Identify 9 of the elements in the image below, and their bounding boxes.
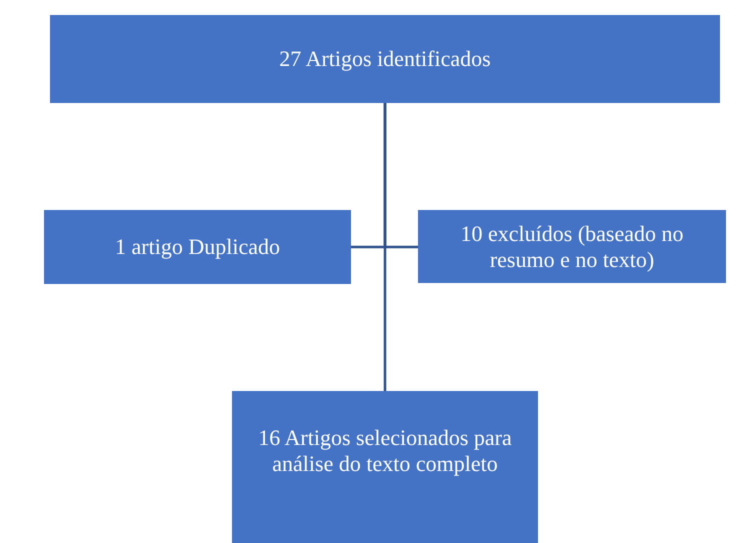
connector-line [384,103,386,391]
box-text: 16 Artigos selecionados para análise do texto completo [257,425,513,477]
process-box [50,15,720,103]
box-text: 10 excluídos (baseado no resumo e no texto) [460,220,684,272]
box-text: 1 artigo Duplicado [115,234,280,260]
box-text: 27 Artigos identificados [279,46,491,72]
process-box [418,210,726,283]
process-box [232,391,538,543]
process-box [44,210,351,284]
